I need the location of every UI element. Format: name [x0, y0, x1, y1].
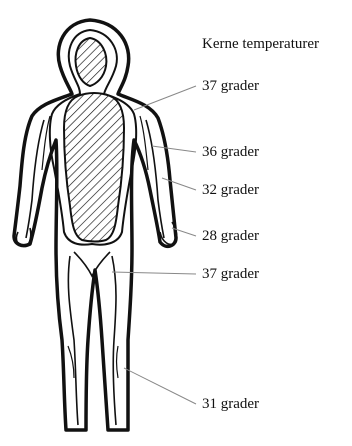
label-37-upper: 37 grader — [202, 79, 259, 94]
label-36: 36 grader — [202, 145, 259, 160]
label-31: 31 grader — [202, 397, 259, 412]
leader-line-31 — [124, 368, 196, 404]
heading-label: Kerne temperaturer — [202, 37, 319, 52]
torso-core — [64, 93, 124, 242]
leader-line-37-upper — [134, 86, 196, 110]
label-32: 32 grader — [202, 183, 259, 198]
label-28: 28 grader — [202, 229, 259, 244]
label-37-lower: 37 grader — [202, 267, 259, 282]
